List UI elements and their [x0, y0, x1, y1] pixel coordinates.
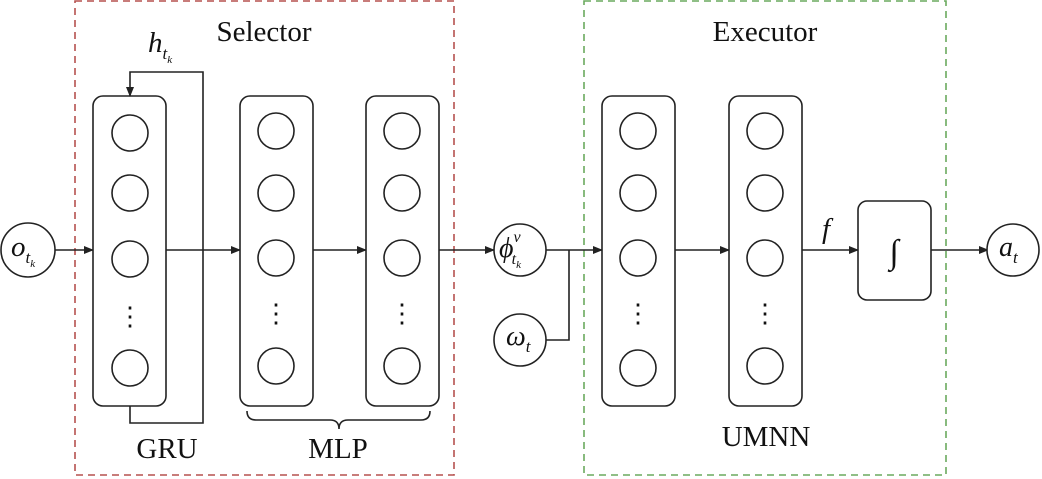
umnn-column-2: ⋮: [728, 95, 803, 407]
hidden-state-label: htk: [148, 27, 173, 66]
svg-text:⋮: ⋮: [625, 299, 651, 328]
svg-text:⋮: ⋮: [389, 299, 415, 328]
gru-label: GRU: [136, 433, 197, 465]
function-label-f: f: [822, 213, 834, 245]
mlp-brace: [246, 410, 431, 430]
mlp-column-1: ⋮: [239, 95, 314, 407]
svg-text:⋮: ⋮: [752, 299, 778, 328]
input-label-omega: ωt: [506, 321, 532, 356]
selector-title: Selector: [216, 16, 311, 48]
integral-symbol: ∫: [887, 234, 901, 273]
mlp-label: MLP: [308, 433, 368, 465]
svg-text:⋮: ⋮: [263, 299, 289, 328]
output-node-a: [986, 223, 1040, 277]
svg-text:⋮: ⋮: [117, 302, 143, 331]
gru-column: ⋮: [92, 95, 167, 407]
input-label-o: otk: [11, 231, 36, 270]
umnn-column-1: ⋮: [601, 95, 676, 407]
output-label-a: at: [999, 232, 1019, 267]
executor-title: Executor: [713, 16, 818, 48]
umnn-label: UMNN: [722, 421, 811, 453]
gru-recurrent-loop: [126, 71, 204, 424]
selector-group-box: [74, 0, 455, 476]
mlp-column-2: ⋮: [365, 95, 440, 407]
executor-group-box: [583, 0, 947, 476]
